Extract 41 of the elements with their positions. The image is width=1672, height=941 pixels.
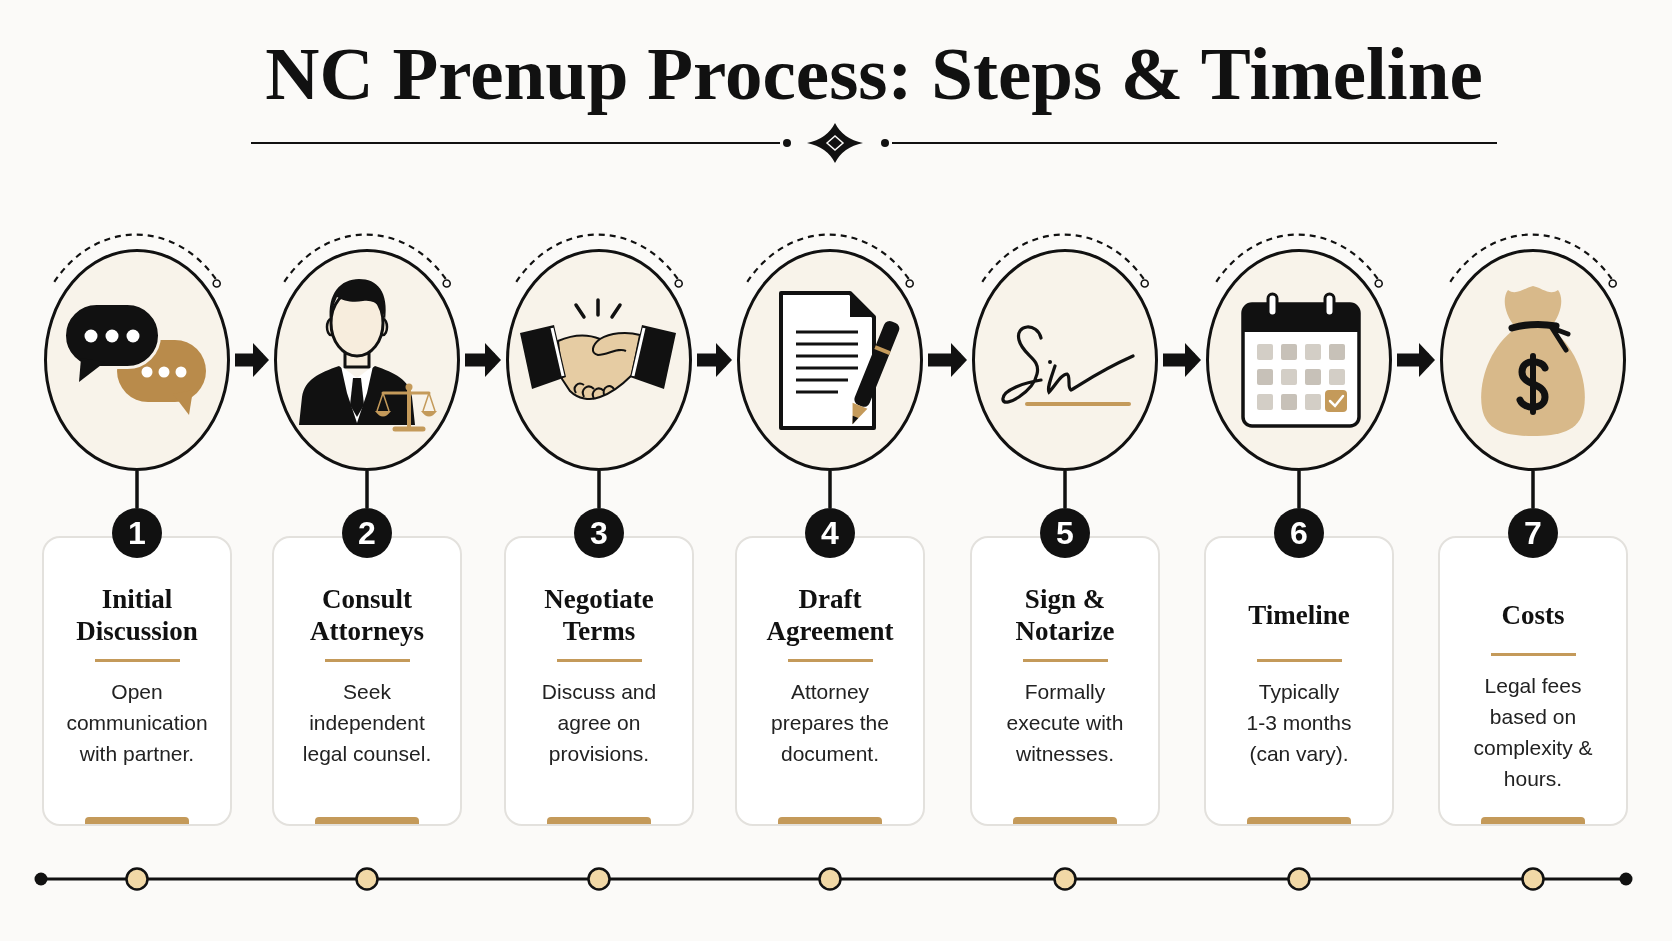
connector-line — [597, 471, 601, 508]
step-title: Draft Agreement — [765, 583, 895, 647]
step-circle — [506, 249, 692, 471]
step-circle — [1206, 249, 1392, 471]
connector-line — [828, 471, 832, 508]
step-description: Typically 1-3 months (can vary). — [1245, 679, 1353, 767]
step-number: 6 — [1274, 508, 1324, 558]
connector-line — [1063, 471, 1067, 508]
step-description: Discuss and agree on provisions. — [540, 679, 658, 767]
step-title: Consult Attorneys — [309, 583, 425, 647]
step-circle — [737, 249, 923, 471]
step-circle — [1440, 249, 1626, 471]
step-circle — [44, 249, 230, 471]
step-number: 3 — [574, 508, 624, 558]
connector-line — [135, 471, 139, 508]
step-description: Attorney prepares the document. — [770, 679, 890, 767]
step-circle — [274, 249, 460, 471]
step-title: Costs — [1501, 599, 1565, 631]
step-title: Initial Discussion — [75, 583, 199, 647]
arrow — [235, 343, 269, 377]
connector-line — [365, 471, 369, 508]
step-description: Formally execute with witnesses. — [1005, 679, 1125, 767]
step-number: 7 — [1508, 508, 1558, 558]
step-description: Seek independent legal counsel. — [301, 679, 433, 767]
step-title: Sign & Notarize — [1014, 583, 1116, 647]
connector-line — [1297, 471, 1301, 508]
step-number: 4 — [805, 508, 855, 558]
step-description: Legal fees based on complexity & hours. — [1472, 673, 1594, 792]
step-circle — [972, 249, 1158, 471]
arrow — [1163, 343, 1201, 377]
arrow — [697, 343, 732, 377]
step-number: 5 — [1040, 508, 1090, 558]
arrow — [1397, 343, 1435, 377]
arrow — [928, 343, 967, 377]
step-number: 1 — [112, 508, 162, 558]
step-title: Timeline — [1248, 599, 1350, 631]
arrow — [465, 343, 501, 377]
step-description: Open communication with partner. — [65, 679, 209, 767]
step-number: 2 — [342, 508, 392, 558]
connector-line — [1531, 471, 1535, 508]
step-title: Negotiate Terms — [543, 583, 655, 647]
